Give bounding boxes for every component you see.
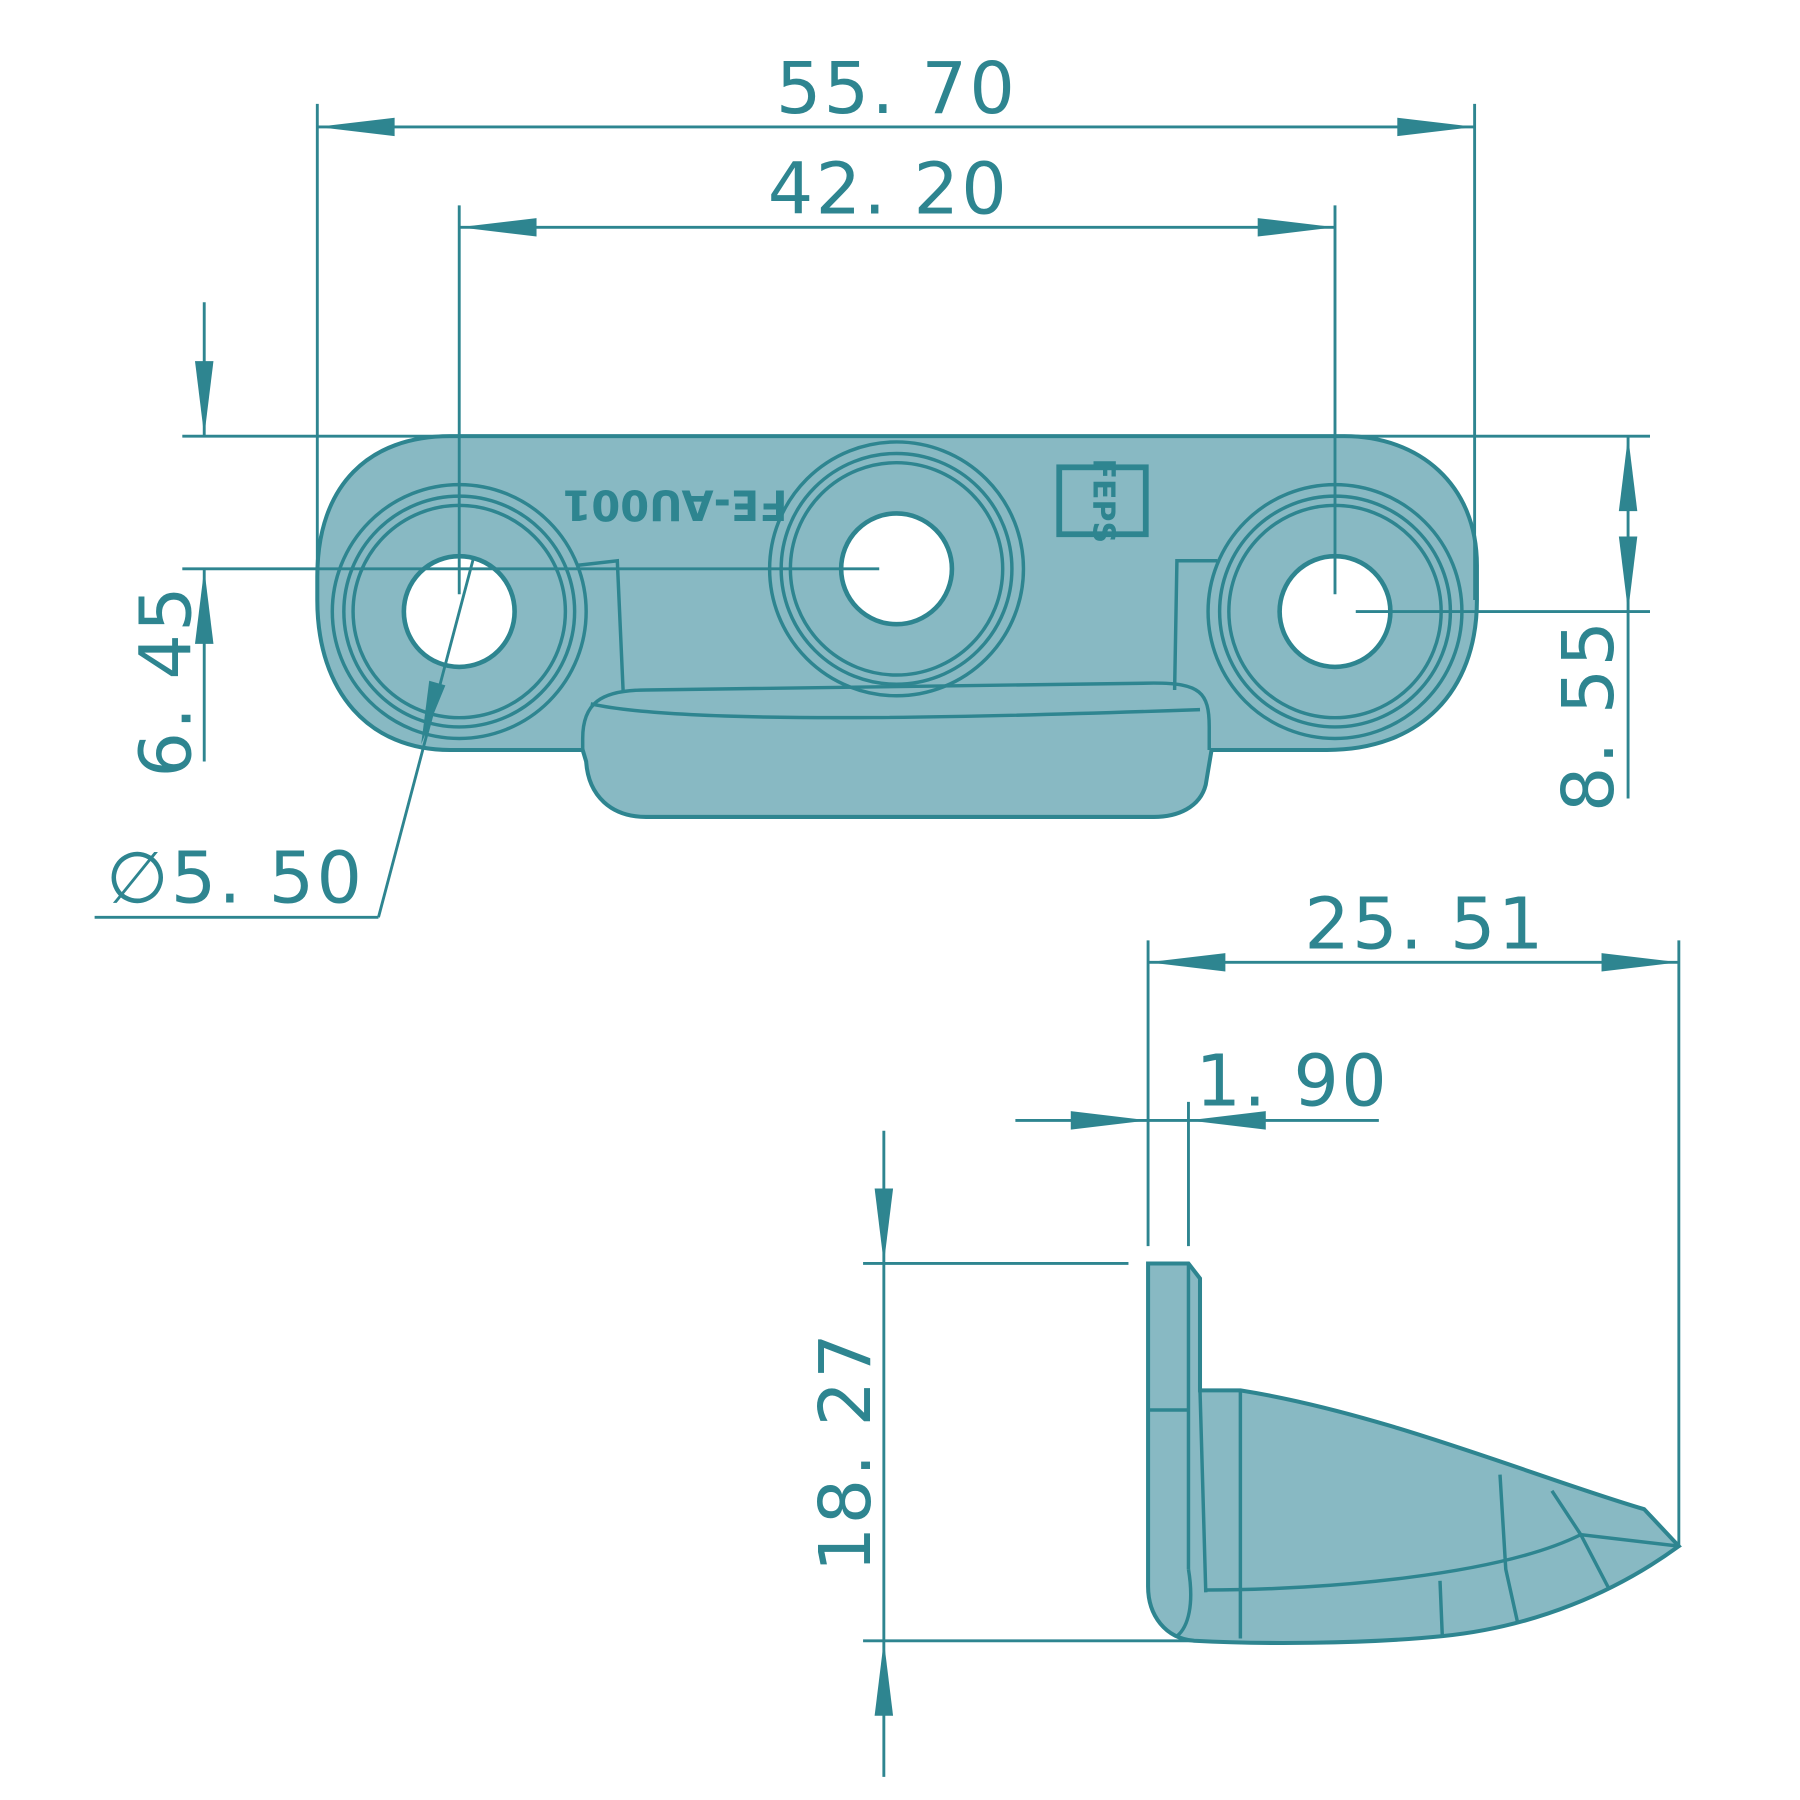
side-view-part [1146, 1261, 1682, 1645]
dim-text: 18. 27 [804, 1331, 887, 1572]
dim-height-right: 8. 55 [1344, 434, 1650, 813]
svg-text:FEPS: FEPS [1085, 458, 1120, 543]
dim-text: 8. 55 [1547, 619, 1630, 813]
dim-offset-left: 6. 45 [124, 302, 880, 778]
dim-side-depth: 25. 51 [1146, 882, 1681, 1547]
dim-overall-length: 55. 70 [315, 47, 1477, 600]
dim-text: 25. 51 [1304, 882, 1545, 965]
part-marking: FE-AU001 [562, 480, 787, 529]
dim-text: 1. 90 [1196, 1039, 1390, 1122]
dim-text: 42. 20 [768, 147, 1009, 230]
diameter-symbol: ∅ [106, 836, 171, 919]
svg-text:∅5. 50: ∅5. 50 [106, 836, 364, 919]
top-view-part: FE-AU001 FEPS [315, 434, 1479, 819]
dim-text: 5. 50 [171, 836, 365, 919]
dim-text: 6. 45 [124, 584, 207, 778]
dim-side-height: 18. 27 [804, 1130, 1195, 1777]
dim-hole-diameter: ∅5. 50 [94, 559, 475, 919]
dim-hole-spacing: 42. 20 [457, 147, 1337, 595]
dim-wall-thickness: 1. 90 [1015, 1039, 1390, 1247]
feps-logo: FEPS [1056, 458, 1149, 543]
dim-text: 55. 70 [776, 47, 1017, 130]
